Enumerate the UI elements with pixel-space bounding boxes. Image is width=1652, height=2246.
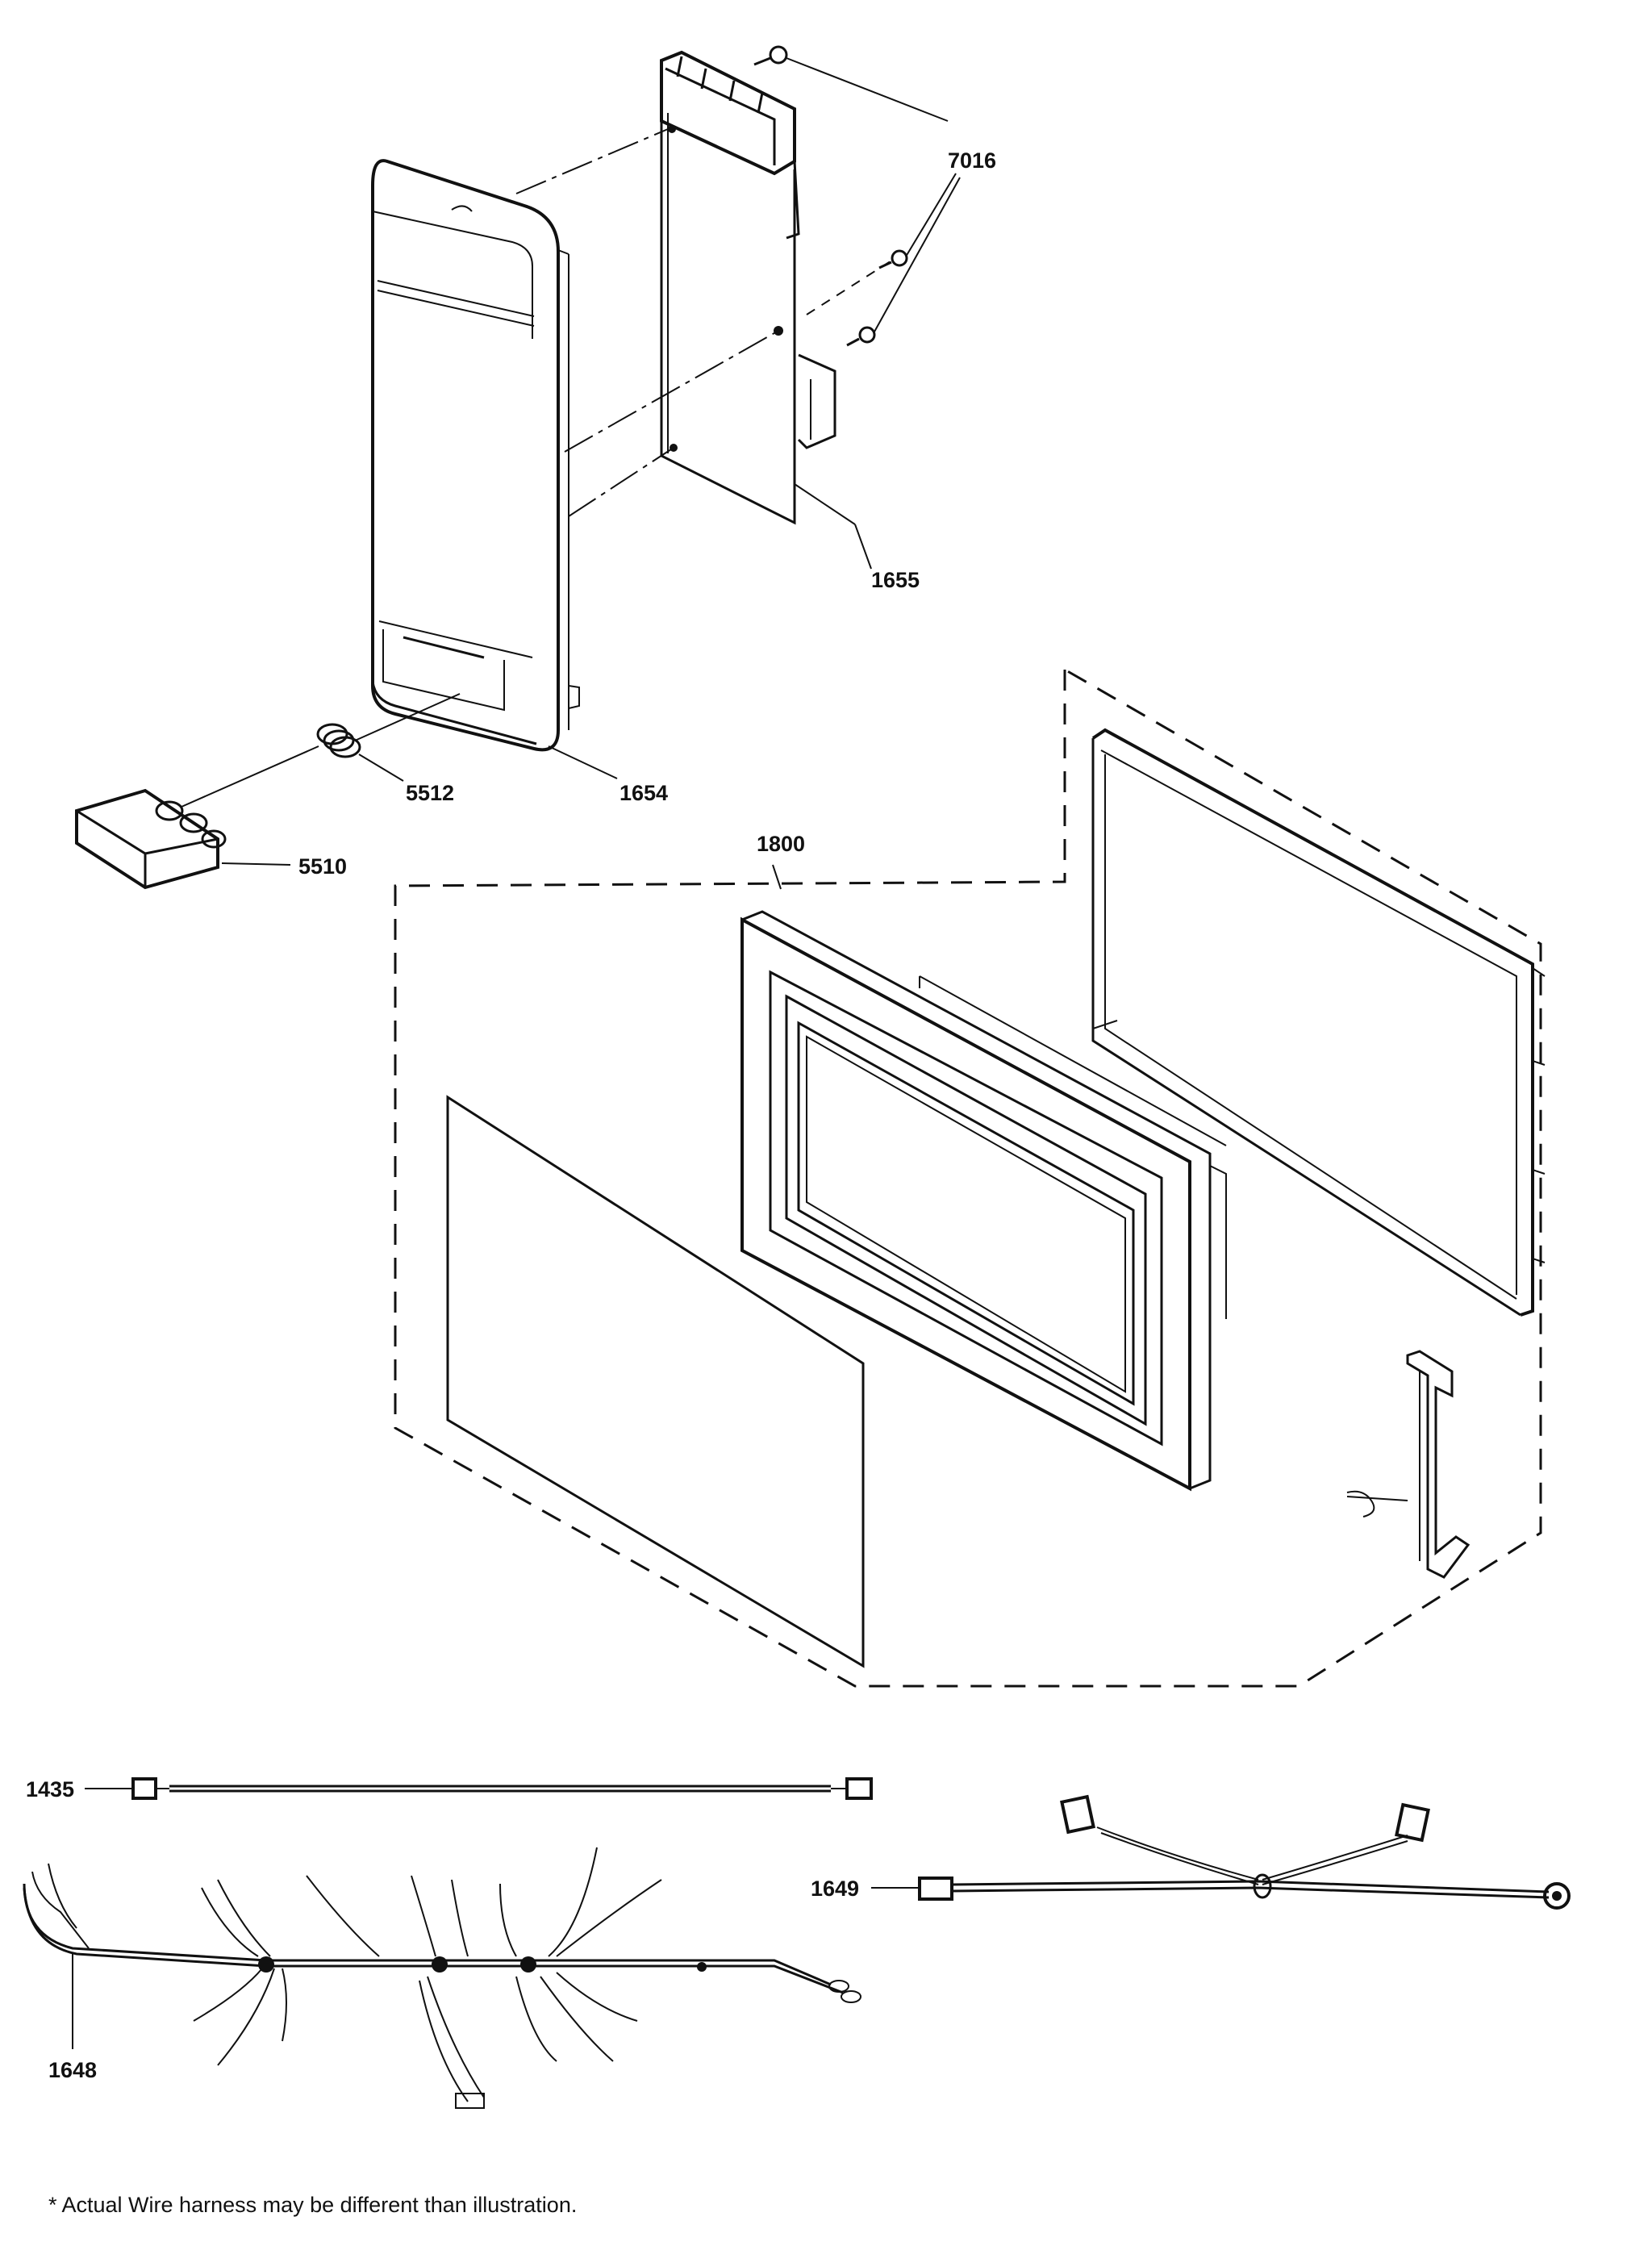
footnote-text: * Actual Wire harness may be different t… — [48, 2193, 578, 2217]
label-1800: 1800 — [757, 832, 805, 856]
harness-1435-part — [85, 1777, 873, 1800]
label-1649: 1649 — [811, 1877, 859, 1901]
label-7016: 7016 — [948, 148, 996, 173]
label-1655: 1655 — [871, 568, 920, 592]
label-1435: 1435 — [26, 1777, 74, 1801]
explode-lines-panel-board — [515, 128, 896, 517]
door-latch-part — [1346, 1350, 1471, 1579]
harness-1649-part — [871, 1794, 1571, 1910]
spring-part — [316, 693, 461, 782]
label-1648: 1648 — [48, 2058, 97, 2082]
control-panel-part — [371, 159, 580, 752]
screws-part — [753, 45, 961, 347]
control-board-part — [660, 50, 872, 570]
door-choke-part — [1091, 728, 1546, 1317]
label-5512: 5512 — [406, 781, 454, 805]
door-assembly-outline — [394, 668, 1542, 1688]
window-film-part — [446, 1095, 865, 1668]
door-frame-part — [740, 910, 1227, 1492]
harness-1648-part — [23, 1847, 861, 2109]
label-5510: 5510 — [298, 854, 347, 879]
button-part — [75, 745, 319, 890]
label-1654: 1654 — [620, 781, 668, 805]
